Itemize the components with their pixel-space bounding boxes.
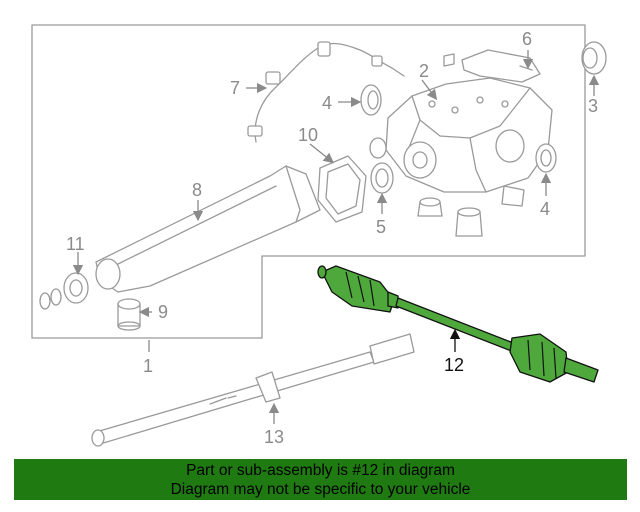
differential-carrier bbox=[385, 77, 553, 193]
leader-lines bbox=[72, 50, 600, 424]
half-shaft-12[interactable] bbox=[317, 265, 599, 383]
wiring-harness bbox=[247, 41, 405, 143]
callout-5: 5 bbox=[376, 217, 386, 237]
callout-7: 7 bbox=[230, 78, 240, 98]
callout-2: 2 bbox=[419, 61, 429, 81]
callout-9: 9 bbox=[158, 302, 168, 322]
callout-4-upper: 4 bbox=[322, 93, 332, 113]
bushing-9 bbox=[117, 298, 141, 331]
bearing-3 bbox=[581, 41, 607, 75]
bearing-11 bbox=[39, 272, 89, 310]
axle-housing bbox=[95, 165, 321, 293]
banner-line-2: Diagram may not be specific to your vehi… bbox=[170, 481, 471, 498]
seal-upper bbox=[360, 84, 382, 116]
gasket-10 bbox=[317, 155, 367, 223]
callout-11: 11 bbox=[66, 234, 85, 254]
cover-bracket bbox=[443, 49, 541, 83]
small-plugs bbox=[369, 137, 525, 237]
seal-right bbox=[535, 143, 557, 173]
callout-12: 12 bbox=[444, 355, 464, 375]
part-info-banner: Part or sub-assembly is #12 in diagram D… bbox=[14, 459, 627, 500]
propeller-shaft-13 bbox=[91, 333, 415, 447]
seal-5 bbox=[370, 162, 394, 194]
callout-6: 6 bbox=[522, 29, 532, 49]
callout-10: 10 bbox=[298, 125, 318, 145]
banner-line-1: Part or sub-assembly is #12 in diagram bbox=[186, 462, 455, 479]
assembly-boundary bbox=[31, 24, 586, 339]
callout-8: 8 bbox=[192, 180, 202, 200]
callout-3: 3 bbox=[588, 96, 598, 116]
callout-4-right: 4 bbox=[540, 199, 550, 219]
callout-13: 13 bbox=[264, 427, 284, 447]
callout-1: 1 bbox=[143, 356, 153, 376]
